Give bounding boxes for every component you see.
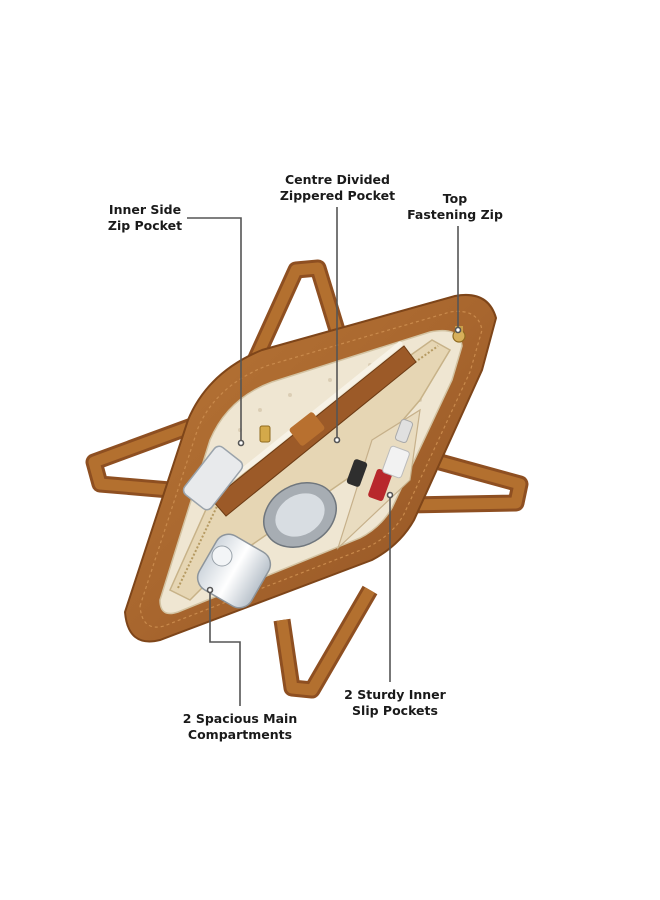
callout-label-line: Top — [442, 191, 468, 206]
callout-dot-top-fastening-zip — [454, 326, 462, 334]
callout-dot-centre-divided-zippered-pocket — [333, 436, 341, 444]
callout-label-inner-side-zip-pocket: Inner Side Zip Pocket — [100, 202, 190, 234]
callout-dot-spacious-main-compartments — [206, 586, 214, 594]
slip-pocket-cosmetics — [336, 408, 421, 551]
callout-label-line: 2 Spacious Main — [182, 711, 298, 726]
callout-lines — [187, 207, 462, 706]
handle-straps — [85, 259, 529, 699]
callout-label-line: Slip Pockets — [352, 703, 438, 718]
callout-dot-sturdy-inner-slip-pockets — [386, 491, 394, 499]
callout-label-line: Centre Divided — [285, 172, 390, 187]
callout-label-line: Zip Pocket — [107, 218, 183, 233]
callout-label-line: Fastening Zip — [407, 207, 503, 222]
compact-case — [263, 482, 337, 548]
water-bottle — [196, 533, 272, 609]
callout-label-line: Inner Side — [108, 202, 182, 217]
callout-label-sturdy-inner-slip-pockets: 2 Sturdy Inner Slip Pockets — [335, 687, 455, 719]
callout-dot-inner-side-zip-pocket — [237, 439, 245, 447]
side-zip-pull — [259, 425, 271, 443]
callout-line-inner-side-zip-pocket — [187, 217, 242, 443]
callout-label-top-fastening-zip: Top Fastening Zip — [400, 191, 510, 223]
callout-label-line: Zippered Pocket — [279, 188, 396, 203]
notebook — [211, 341, 417, 517]
callout-line-spacious-main-compartments — [209, 590, 241, 706]
callout-label-line: 2 Sturdy Inner — [344, 687, 446, 702]
callout-label-line: Compartments — [187, 727, 293, 742]
phone — [182, 445, 244, 511]
callout-label-centre-divided-zippered-pocket: Centre Divided Zippered Pocket — [270, 172, 405, 204]
callout-label-spacious-main-compartments: 2 Spacious Main Compartments — [170, 711, 310, 743]
